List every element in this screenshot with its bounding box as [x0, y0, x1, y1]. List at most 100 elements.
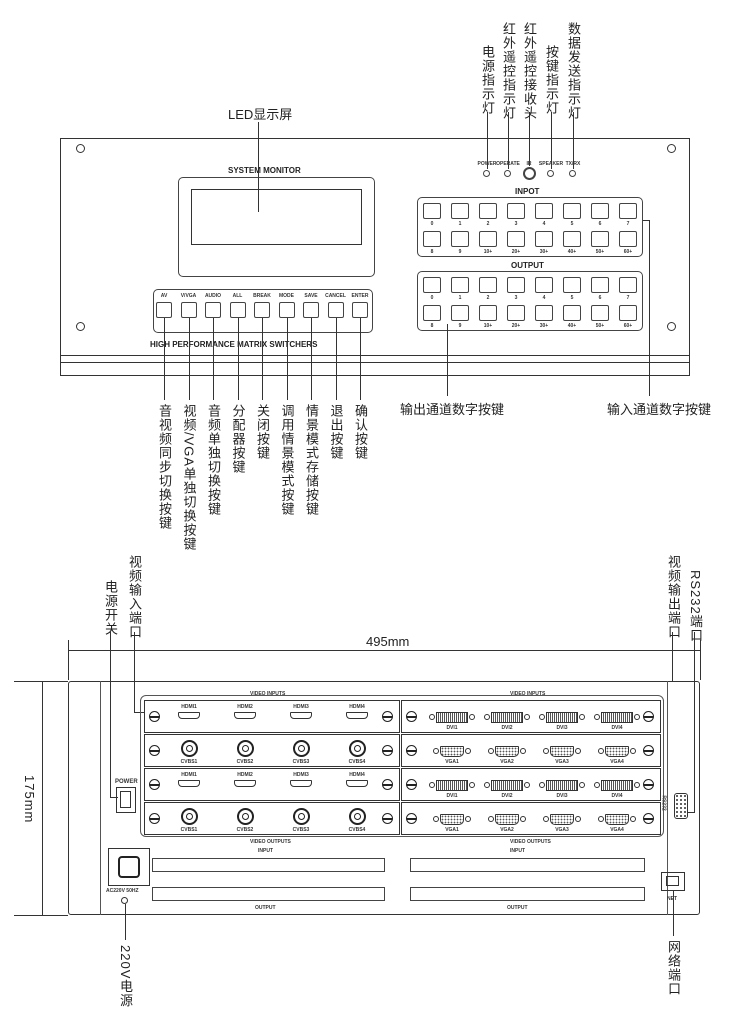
output-key-9[interactable] [451, 305, 469, 321]
cvbs-port[interactable] [236, 808, 254, 825]
function-button-label: AV [160, 293, 168, 299]
ground-screw [121, 897, 128, 904]
function-button-vvga[interactable] [180, 302, 197, 318]
output-key-20+[interactable] [507, 305, 525, 321]
vga-port[interactable] [605, 814, 629, 825]
input-key-7[interactable] [619, 203, 637, 219]
key-label: 3 [514, 221, 518, 227]
output-key-1[interactable] [451, 277, 469, 293]
hdmi-port[interactable] [346, 712, 368, 719]
vga-label: VGA4 [610, 759, 624, 765]
function-button-break[interactable] [254, 302, 270, 318]
output-key-50+[interactable] [591, 305, 609, 321]
input-key-30+[interactable] [535, 231, 553, 247]
input-key-20+[interactable] [507, 231, 525, 247]
vga-port[interactable] [550, 746, 574, 757]
thumbscrew-icon [149, 711, 160, 722]
input-key-3[interactable] [507, 203, 525, 219]
hdmi-port[interactable] [234, 780, 256, 787]
vga-port[interactable] [550, 814, 574, 825]
vga-port[interactable] [605, 746, 629, 757]
power-switch[interactable] [116, 787, 136, 813]
net-port[interactable] [661, 872, 685, 891]
dvi-port[interactable] [546, 780, 578, 791]
output-key-5[interactable] [563, 277, 581, 293]
dvi-port[interactable] [601, 712, 633, 723]
vga-port[interactable] [495, 746, 519, 757]
input-keypad [417, 197, 643, 257]
thumbscrew-icon [406, 779, 417, 790]
vga-port[interactable] [495, 814, 519, 825]
hdmi-port[interactable] [178, 780, 200, 787]
cvbs-port[interactable] [180, 740, 198, 757]
hdmi-port[interactable] [346, 780, 368, 787]
cvbs-port[interactable] [292, 808, 310, 825]
input-key-10+[interactable] [479, 231, 497, 247]
hdmi-port[interactable] [234, 712, 256, 719]
function-button-av[interactable] [156, 302, 172, 318]
output-key-30+[interactable] [535, 305, 553, 321]
input-key-6[interactable] [591, 203, 609, 219]
dvi-port[interactable] [491, 712, 523, 723]
function-button-label: AUDIO [204, 293, 222, 299]
function-button-mode[interactable] [278, 302, 295, 318]
input-key-9[interactable] [451, 231, 469, 247]
input-key-2[interactable] [479, 203, 497, 219]
output-key-8[interactable] [423, 305, 441, 321]
dvi-port[interactable] [436, 712, 468, 723]
cvbs-port[interactable] [236, 740, 254, 757]
input-key-4[interactable] [535, 203, 553, 219]
dvi-label: DVI1 [446, 725, 458, 731]
cvbs-port[interactable] [348, 740, 366, 757]
hdmi-port[interactable] [290, 712, 312, 719]
port-screw-icon [598, 748, 604, 754]
function-button-audio[interactable] [205, 302, 221, 318]
input-key-1[interactable] [451, 203, 469, 219]
output-key-6[interactable] [591, 277, 609, 293]
dvi-port[interactable] [436, 780, 468, 791]
output-key-4[interactable] [535, 277, 553, 293]
video-input-callout: 视频输入端口 [127, 555, 142, 639]
cvbs-port[interactable] [348, 808, 366, 825]
indicator-callout: 红外遥控接收头 [522, 22, 537, 120]
dvi-port[interactable] [491, 780, 523, 791]
output-key-7[interactable] [619, 277, 637, 293]
input-key-5[interactable] [563, 203, 581, 219]
function-button-cancel[interactable] [327, 302, 344, 318]
indicator-led-icon [569, 170, 576, 177]
output-key-40+[interactable] [563, 305, 581, 321]
output-key-2[interactable] [479, 277, 497, 293]
cvbs-port[interactable] [180, 808, 198, 825]
rs232-port[interactable] [674, 793, 688, 819]
front-panel [60, 138, 690, 376]
output-key-60+[interactable] [619, 305, 637, 321]
input-key-60+[interactable] [619, 231, 637, 247]
vga-port[interactable] [440, 814, 464, 825]
output-slot [152, 887, 385, 901]
input-key-40+[interactable] [563, 231, 581, 247]
function-button-save[interactable] [303, 302, 319, 318]
port-screw-icon [524, 782, 530, 788]
slot-input-label-right: INPUT [510, 848, 525, 854]
hdmi-port[interactable] [178, 712, 200, 719]
function-button-enter[interactable] [352, 302, 368, 318]
output-key-0[interactable] [423, 277, 441, 293]
function-button-all[interactable] [229, 302, 246, 318]
dvi-port[interactable] [546, 712, 578, 723]
video-outputs-label-right: VIDEO OUTPUTS [510, 839, 551, 845]
hdmi-port[interactable] [290, 780, 312, 787]
dvi-port[interactable] [601, 780, 633, 791]
rear-chassis [100, 681, 668, 915]
input-key-50+[interactable] [591, 231, 609, 247]
key-label: 5 [570, 295, 574, 301]
ir-receiver-icon [523, 167, 536, 180]
function-callout: 确认按键 [353, 404, 368, 460]
output-key-10+[interactable] [479, 305, 497, 321]
ac-power-inlet[interactable] [108, 848, 150, 886]
output-key-3[interactable] [507, 277, 525, 293]
input-key-8[interactable] [423, 231, 441, 247]
vga-port[interactable] [440, 746, 464, 757]
cvbs-port[interactable] [292, 740, 310, 757]
input-key-0[interactable] [423, 203, 441, 219]
thumbscrew-icon [149, 745, 160, 756]
